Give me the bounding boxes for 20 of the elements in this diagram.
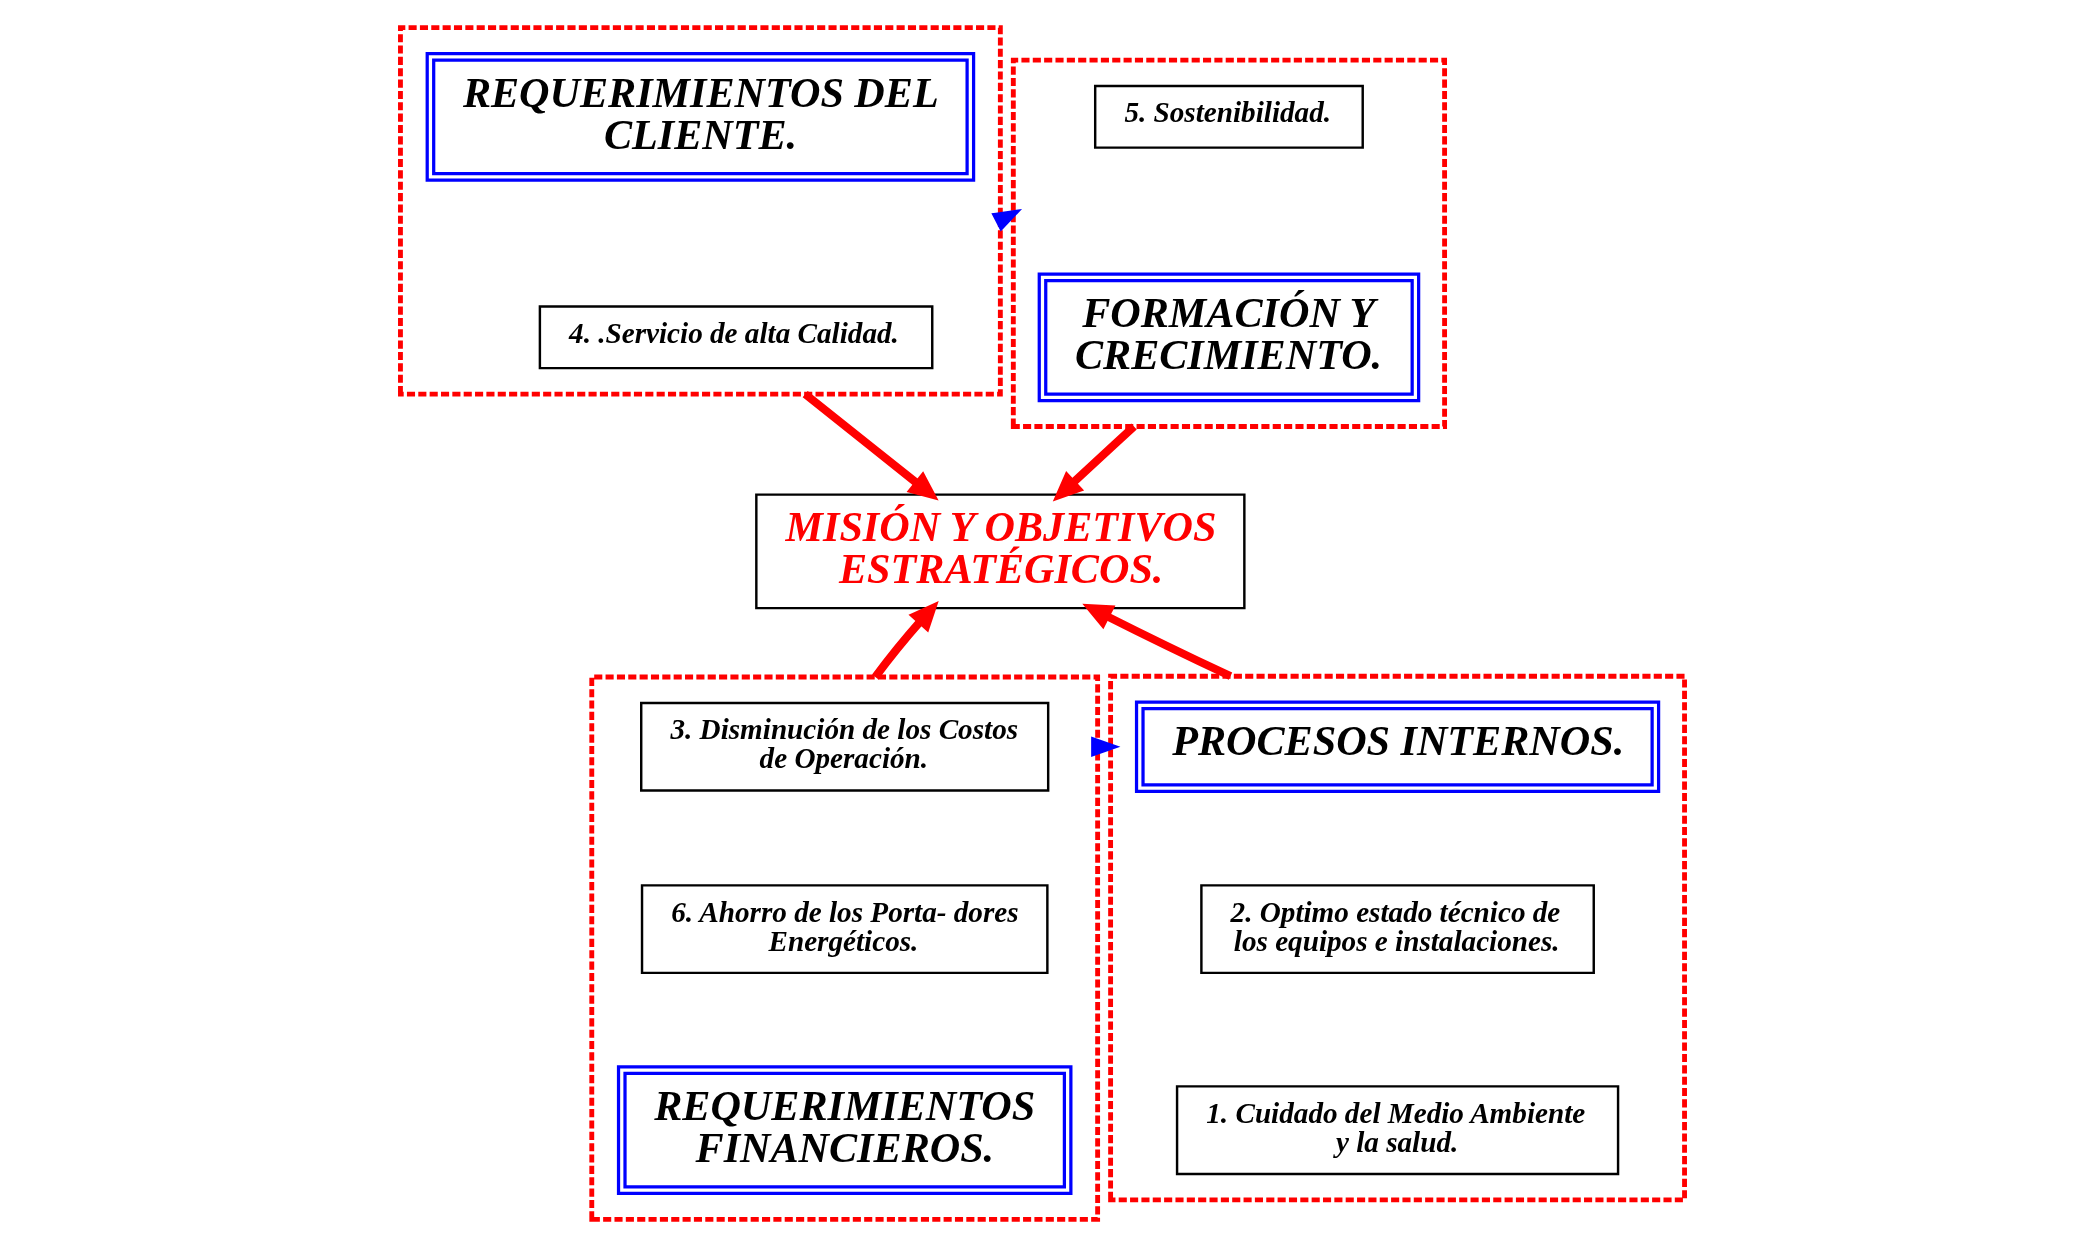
node-box: MISIÓN Y OBJETIVOS ESTRATÉGICOS. — [754, 493, 1246, 610]
arrow — [802, 390, 939, 501]
node-box: 5. Sostenibilidad. — [1093, 84, 1364, 149]
node-box: REQUERIMIENTOS FINANCIEROS. — [616, 1065, 1072, 1195]
cluster — [1107, 673, 1687, 1203]
cluster — [588, 674, 1100, 1222]
cluster — [397, 25, 1003, 397]
node-box: PROCESOS INTERNOS. — [1134, 700, 1660, 793]
node-box: 2. Optimo estado técnico de los equipos e instalaciones. — [1199, 884, 1595, 975]
node-box: FORMACIÓN Y CRECIMIENTO. — [1037, 272, 1420, 403]
cluster — [1010, 57, 1447, 429]
node-box: 3. Disminución de los Costos de Operación. — [639, 701, 1049, 792]
node-box: 4. .Servicio de alta Calidad. — [538, 305, 933, 370]
arrow — [1090, 736, 1120, 757]
node-box: 6. Ahorro de los Porta- dores Energéticos. — [640, 884, 1049, 975]
arrow — [1081, 603, 1232, 680]
arrow — [871, 601, 939, 680]
arrow — [1052, 423, 1137, 502]
node-box: 1. Cuidado del Medio Ambiente y la salud. — [1175, 1085, 1619, 1176]
node-box: REQUERIMIENTOS DEL CLIENTE. — [425, 52, 975, 182]
